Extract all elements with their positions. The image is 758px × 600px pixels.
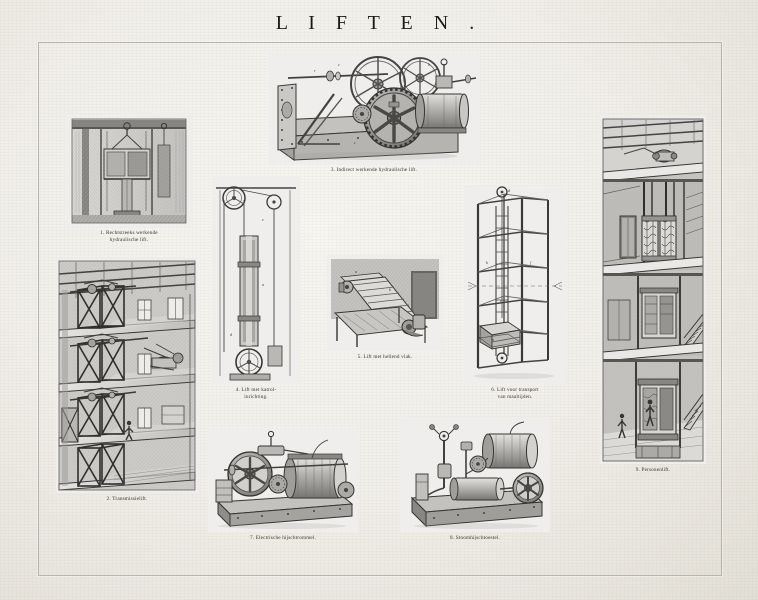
figure-1-caption: 1. Rechtstreeks werkende hydraulische li… bbox=[100, 230, 158, 244]
figure-2-illustration bbox=[56, 258, 198, 493]
figure-9-illustration bbox=[600, 116, 706, 464]
svg-text:r: r bbox=[314, 68, 316, 73]
figure-4: e a d 4. Lift met katrol- inrichting. bbox=[212, 176, 300, 402]
svg-text:a: a bbox=[492, 337, 494, 342]
figure-9-caption: 9. Personenlift. bbox=[635, 467, 671, 473]
svg-text:c: c bbox=[500, 298, 502, 303]
figure-5-illustration: ba bbox=[327, 255, 443, 351]
figure-9: 9. Personenlift. bbox=[600, 116, 706, 474]
svg-text:b: b bbox=[428, 62, 431, 67]
figure-8-caption: 8. Stoomhijschtoestel. bbox=[450, 535, 500, 541]
svg-text:c: c bbox=[338, 62, 340, 67]
figure-6-illustration: b f c a d bbox=[464, 186, 566, 384]
figure-3-illustration: r c c b bbox=[268, 52, 480, 164]
figure-3: r c c b 3. Indirect werkende hydraulische … bbox=[268, 52, 480, 174]
plate-title: L I F T E N . bbox=[275, 12, 483, 34]
svg-text:a: a bbox=[355, 269, 357, 274]
svg-text:f: f bbox=[530, 260, 532, 265]
figure-5-caption: 5. Lift met hellend vlak. bbox=[357, 354, 413, 360]
svg-text:d: d bbox=[508, 188, 511, 193]
figure-6: b f c a d 6. Lift voor transport van maalti… bbox=[464, 186, 566, 402]
figure-7: 7. Electrische hijschtrommel. bbox=[208, 428, 358, 542]
figure-3-caption: 3. Indirect werkende hydraulische lift. bbox=[330, 167, 418, 173]
plate-border-frame bbox=[38, 42, 722, 576]
svg-text:e: e bbox=[262, 217, 264, 222]
svg-text:c: c bbox=[354, 140, 356, 145]
figure-2-caption: 2. Transmissielift. bbox=[106, 496, 148, 502]
figure-1: 1. Rechtstreeks werkende hydraulische li… bbox=[66, 115, 192, 245]
figure-7-caption: 7. Electrische hijschtrommel. bbox=[249, 535, 316, 541]
svg-text:b: b bbox=[486, 260, 488, 265]
figure-8: 8. Stoomhijschtoestel. bbox=[400, 418, 550, 542]
svg-text:d: d bbox=[230, 332, 233, 337]
figure-2: 2. Transmissielift. bbox=[56, 258, 198, 503]
svg-text:b: b bbox=[389, 287, 391, 292]
figure-8-illustration bbox=[400, 418, 550, 532]
figure-1-illustration bbox=[66, 115, 192, 227]
figure-7-illustration bbox=[208, 428, 358, 532]
figure-4-caption: 4. Lift met katrol- inrichting. bbox=[235, 387, 277, 401]
svg-text:a: a bbox=[262, 282, 264, 287]
figure-4-illustration: e a d bbox=[212, 176, 300, 384]
figure-6-caption: 6. Lift voor transport van maaltijden. bbox=[491, 387, 539, 401]
